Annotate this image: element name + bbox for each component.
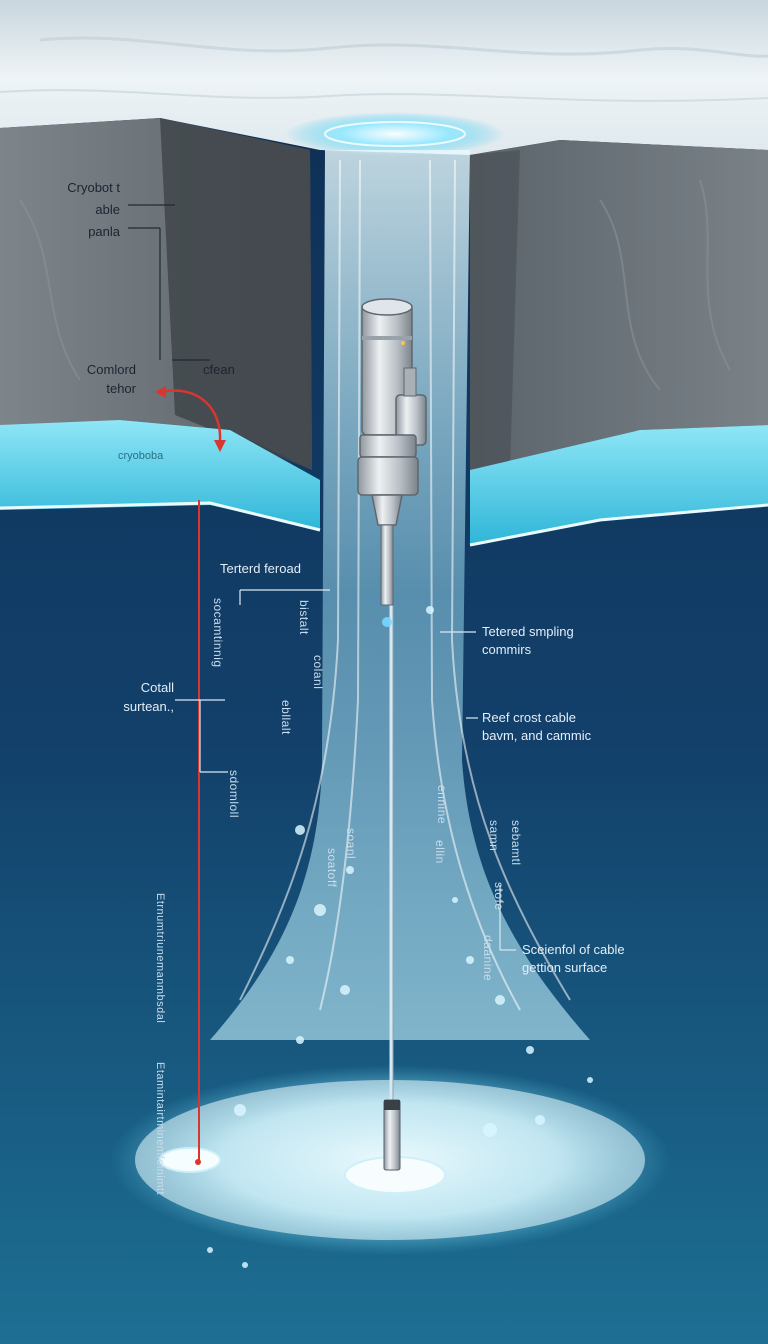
vlabel-2: colanl xyxy=(311,655,325,690)
vlabel-1: socamtinnig xyxy=(211,598,225,668)
vlabel-8: ellin xyxy=(433,840,447,864)
vlabel-9: samn xyxy=(487,820,501,852)
bottom-probe xyxy=(383,1099,401,1171)
label-scientific-cable: Sceienfol of cable gettion surface xyxy=(522,942,625,975)
water-layer xyxy=(0,420,320,530)
vlabel-5: soanl xyxy=(344,828,358,860)
vlabel-3: ebllalt xyxy=(279,700,293,735)
label-tertered-feroad: Terterd feroad xyxy=(220,561,301,576)
label-cotall-surface: Cotall surtean., xyxy=(123,680,174,714)
vlabel-4: sdomloll xyxy=(227,770,241,819)
label-cfean: cfean xyxy=(203,362,235,377)
borehole-ring xyxy=(285,112,505,156)
vlabel-14: Etrnumtriunemanmbsdal xyxy=(154,893,166,1024)
label-cryoboba: cryoboba xyxy=(118,450,164,462)
melt-plume xyxy=(210,150,590,1040)
cryobot-probe xyxy=(357,298,427,627)
bubbles xyxy=(207,606,593,1268)
vlabel-15: Etamintairtminemfoinimtt xyxy=(154,1062,166,1196)
rock-wall-right xyxy=(470,140,768,470)
ice-surface xyxy=(0,0,768,155)
red-arrow xyxy=(159,389,222,443)
vlabel-11: stofe xyxy=(492,882,506,911)
label-tetered-sampling: Tetered smpling commirs xyxy=(482,624,574,657)
label-cryobot-cable-panel: Cryobot t able panla xyxy=(67,180,120,239)
label-reef-cable: Reef crost cable bavm, and cammic xyxy=(482,710,592,743)
vlabel-13: bistalt xyxy=(297,600,311,635)
vlabel-10: sebamtl xyxy=(509,820,523,866)
vlabel-7: ennine xyxy=(435,785,449,825)
vlabel-6: soatoff xyxy=(325,848,339,888)
label-comlord-tether: Comlord tehor xyxy=(86,362,136,396)
vlabel-12: daanine xyxy=(481,935,495,982)
